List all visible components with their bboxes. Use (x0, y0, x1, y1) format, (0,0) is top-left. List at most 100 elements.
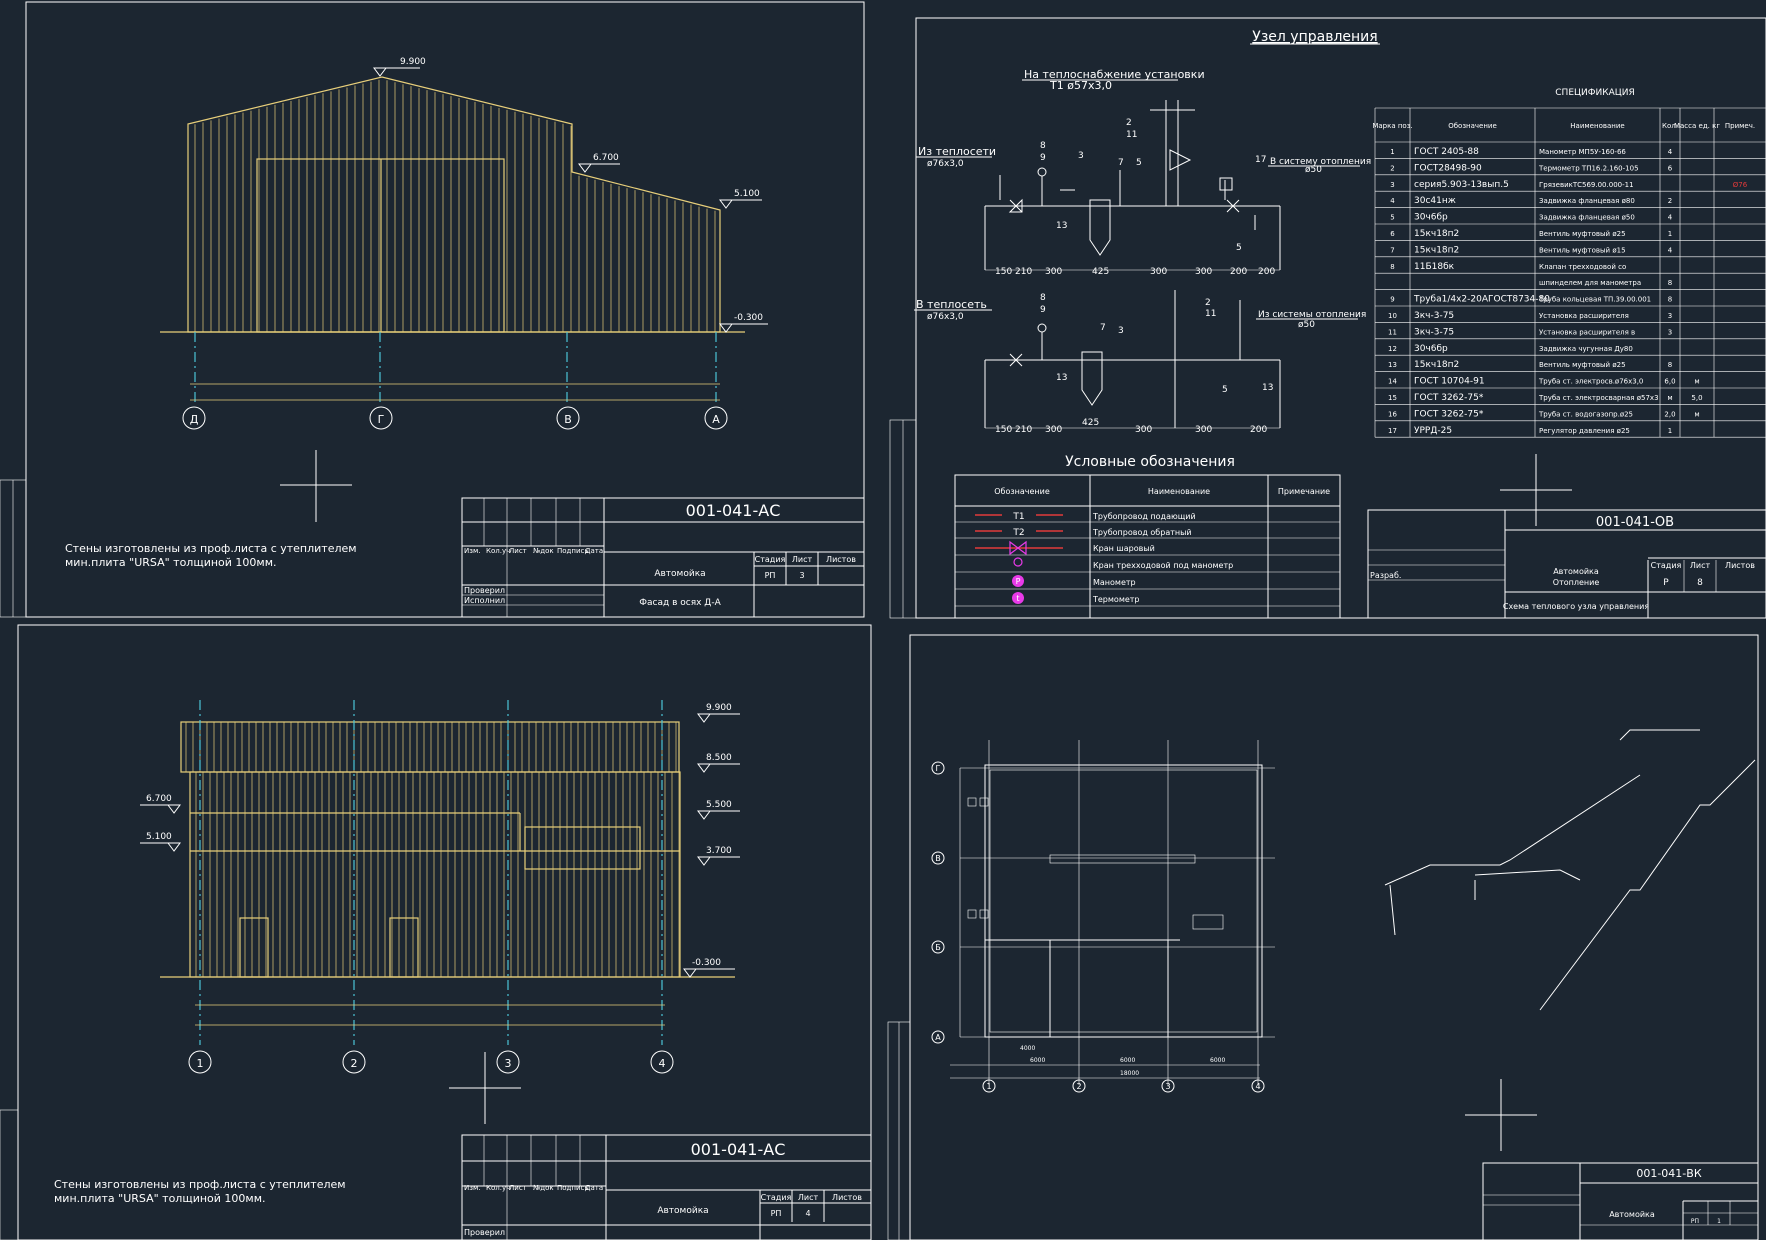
svg-text:Исполнил: Исполнил (464, 596, 505, 605)
svg-text:6000: 6000 (1030, 1057, 1045, 1064)
svg-text:11: 11 (1126, 130, 1137, 140)
svg-text:6.700: 6.700 (146, 794, 172, 804)
sheet-frame (25, 1, 865, 618)
svg-text:1: 1 (197, 1057, 204, 1070)
svg-text:300: 300 (1195, 267, 1212, 277)
spec-cell: 8 (1668, 361, 1672, 369)
spec-cell: 3кч-3-75 (1414, 327, 1454, 337)
svg-text:2: 2 (1126, 118, 1132, 128)
spec-cell: 4 (1390, 197, 1395, 205)
svg-text:Манометр: Манометр (1093, 578, 1136, 587)
title-block: 001-041-АС Изм. Кол.уч Лист №док Подпись… (461, 497, 865, 618)
spec-cell: 12 (1388, 345, 1397, 353)
svg-text:Дата: Дата (585, 1184, 603, 1192)
drawing-code: 001-041-АС (686, 501, 781, 520)
spec-cell: 3 (1390, 181, 1394, 189)
svg-text:ø50: ø50 (1298, 320, 1315, 330)
plan-axes: Г В Б А 1 2 3 4 6000 6000 6000 18000 400… (931, 761, 1265, 1093)
svg-text:Т2: Т2 (1012, 528, 1024, 538)
spec-cell: м (1667, 394, 1672, 402)
scheme-return: 8 9 7 3 5 13 13 2 11 (984, 290, 1281, 429)
spec-cell: 3кч-3-75 (1414, 311, 1454, 321)
svg-text:Стадия: Стадия (761, 1193, 792, 1202)
svg-text:5.500: 5.500 (706, 800, 732, 810)
spec-cell: 5,0 (1691, 394, 1702, 402)
spec-cell: ГОСТ 3262-75* (1414, 409, 1484, 419)
spec-cell: 30ч6бр (1414, 344, 1448, 354)
title-block: 001-041-АС Изм. Кол.уч Лист №док Подпись… (461, 1134, 872, 1240)
spec-cell: 4 (1668, 214, 1673, 222)
spec-cell: Труба1/4х2-20АГОСТ8734-80 (1413, 295, 1550, 305)
spec-cell: Труба кольцевая ТП.39.00.001 (1538, 296, 1651, 304)
note-line-2: мин.плита "URSA" толщиной 100мм. (65, 556, 277, 569)
spec-cell: УРРД-25 (1414, 426, 1452, 436)
svg-text:Изм.: Изм. (464, 1184, 480, 1192)
svg-text:Подпись: Подпись (557, 1184, 589, 1192)
svg-text:Трубопровод обратный: Трубопровод обратный (1092, 528, 1192, 537)
svg-text:Лист: Лист (792, 555, 813, 564)
spec-cell: ГрязевикТС569.00.000-11 (1539, 181, 1634, 189)
svg-text:8: 8 (1697, 578, 1703, 588)
axis-bubbles: 1 2 3 4 (188, 1050, 674, 1074)
spec-cell: 15кч18п2 (1414, 245, 1459, 255)
svg-text:4: 4 (659, 1057, 666, 1070)
spec-cell: 14 (1388, 378, 1397, 386)
svg-text:ø76х3,0: ø76х3,0 (927, 312, 964, 322)
svg-text:210: 210 (1015, 425, 1032, 435)
svg-text:Т1 ø57х3,0: Т1 ø57х3,0 (1049, 79, 1112, 92)
svg-text:Листов: Листов (826, 555, 856, 564)
spec-cell: 6,0 (1664, 378, 1675, 386)
spec-cell: 8 (1668, 296, 1672, 304)
svg-text:8.500: 8.500 (706, 753, 732, 763)
spec-cell: 15кч18п2 (1414, 229, 1459, 239)
spec-cell: 17 (1388, 427, 1397, 435)
svg-text:Р: Р (1016, 577, 1021, 586)
spec-cell: 1 (1668, 427, 1672, 435)
svg-text:3: 3 (799, 571, 804, 580)
note-line-2: мин.плита "URSA" толщиной 100мм. (54, 1192, 266, 1205)
drawing-code: 001-041-АС (691, 1140, 786, 1159)
svg-text:4: 4 (805, 1209, 810, 1218)
note-line-1: Стены изготовлены из проф.листа с утепли… (65, 542, 357, 555)
drawing-code: 001-041-ОВ (1596, 515, 1674, 530)
svg-text:9.900: 9.900 (706, 703, 732, 713)
svg-text:Автомойка: Автомойка (1553, 567, 1599, 576)
level-6700: 6.700 (593, 153, 619, 163)
svg-text:200: 200 (1230, 267, 1247, 277)
spec-cell: 8 (1668, 279, 1672, 287)
axis-label-d: Д (190, 413, 199, 426)
axis-label-g: Г (378, 413, 385, 426)
spec-cell: 3 (1668, 312, 1672, 320)
svg-text:17: 17 (1255, 155, 1266, 165)
spec-cell: м (1694, 410, 1699, 418)
spec-cell: 1 (1390, 148, 1394, 156)
dims-bottom: 150 210 300 425 300 300 200 (995, 418, 1267, 435)
spec-header: Кол. (1662, 122, 1678, 130)
svg-text:3: 3 (1118, 326, 1124, 336)
svg-text:Лист: Лист (509, 547, 527, 555)
level-minus-0300: -0.300 (734, 313, 763, 323)
svg-text:ø50: ø50 (1305, 165, 1322, 175)
legend-title: Условные обозначения (1065, 454, 1235, 470)
spec-cell: м (1694, 378, 1699, 386)
svg-text:Разраб.: Разраб. (1370, 571, 1401, 580)
spec-title: СПЕЦИФИКАЦИЯ (1555, 88, 1634, 98)
spec-cell: Вентиль муфтовый ø25 (1539, 230, 1626, 238)
spec-cell: Установка расширителя в (1539, 328, 1635, 336)
svg-text:Листов: Листов (832, 1193, 862, 1202)
building-elevation (160, 76, 745, 333)
svg-text:7: 7 (1100, 323, 1106, 333)
svg-text:5: 5 (1236, 243, 1242, 253)
spec-cell: Труба ст. электросварная ø57х3 (1538, 394, 1659, 402)
svg-text:Лист: Лист (1690, 561, 1711, 570)
spec-cell: Задвижка чугунная Ду80 (1539, 345, 1633, 353)
svg-text:Термометр: Термометр (1092, 595, 1140, 604)
svg-text:Кран трехходовой под манометр: Кран трехходовой под манометр (1093, 561, 1233, 570)
spec-cell: Вентиль муфтовый ø25 (1539, 361, 1626, 369)
spec-cell: 2,0 (1664, 410, 1675, 418)
svg-text:3: 3 (505, 1057, 512, 1070)
spec-cell: 10 (1388, 312, 1397, 320)
axonometric-scheme (1384, 729, 1756, 1011)
svg-text:1: 1 (1717, 1218, 1721, 1225)
svg-text:ø76х3,0: ø76х3,0 (927, 159, 964, 169)
